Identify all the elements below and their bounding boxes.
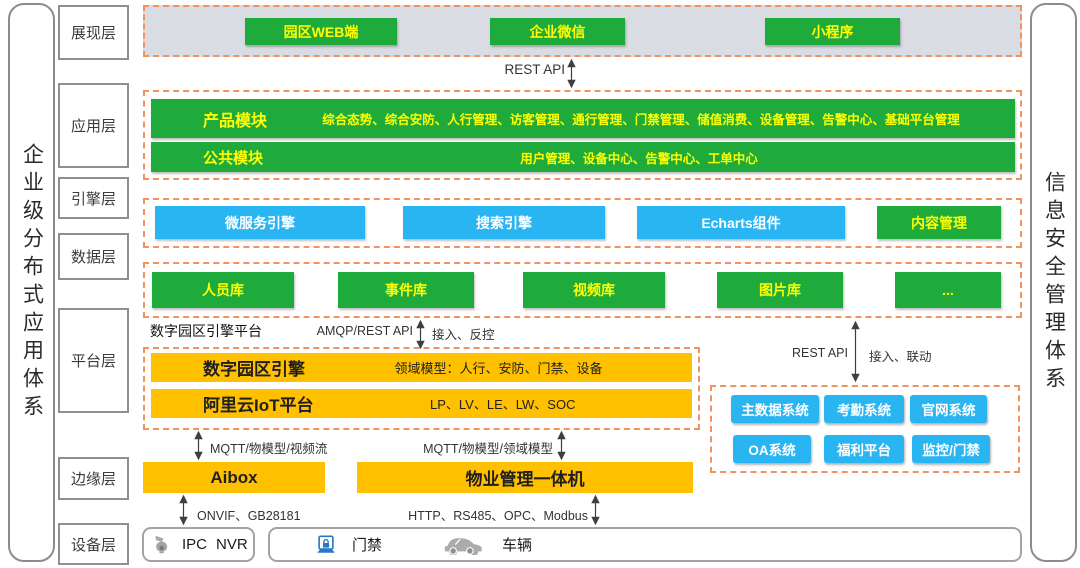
access-control-lock-icon [315, 534, 337, 556]
platform-caption: 数字园区引擎平台 [150, 323, 262, 339]
node-echarts-component: Echarts组件 [637, 206, 845, 239]
aliyun-iot-detail: LP、LV、LE、LW、SOC [430, 397, 576, 412]
device-label-vehicle: 车辆 [502, 537, 533, 554]
layer-label-edge: 边缘层 [58, 457, 129, 500]
external-systems-area [710, 385, 1020, 473]
common-modules-title: 公共模块 [203, 149, 264, 167]
digital-park-engine-title: 数字园区引擎 [203, 360, 305, 379]
node-attendance-system: 考勤系统 [824, 395, 904, 423]
right-system-bar: 信息安全管理体系 [1030, 3, 1077, 562]
aliyun-iot-title: 阿里云IoT平台 [203, 396, 314, 415]
node-content-management: 内容管理 [877, 206, 1001, 239]
node-park-web: 园区WEB端 [245, 18, 397, 45]
node-digital-park-engine: 数字园区引擎 领域模型：人行、安防、门禁、设备 [151, 353, 692, 382]
product-modules-list: 综合态势、综合安防、人行管理、访客管理、通行管理、门禁管理、储值消费、设备管理、… [322, 113, 960, 127]
node-monitor-access: 监控/门禁 [912, 435, 990, 463]
node-search-engine: 搜索引擎 [403, 206, 605, 239]
layer-label-data: 数据层 [58, 233, 129, 280]
engine-area [143, 198, 1022, 248]
node-master-data-system: 主数据系统 [731, 395, 819, 423]
common-modules-list: 用户管理、设备中心、告警中心、工单中心 [520, 151, 758, 166]
label-http-protocols: HTTP、RS485、OPC、Modbus [408, 509, 588, 523]
product-modules-title: 产品模块 [203, 112, 268, 130]
layer-label-engine: 引擎层 [58, 177, 129, 219]
node-common-modules: 公共模块 用户管理、设备中心、告警中心、工单中心 [151, 142, 1015, 172]
device-group-access-vehicle: 门禁 车辆 [268, 527, 1022, 562]
node-oa-system: OA系统 [733, 435, 811, 463]
node-person-db: 人员库 [152, 272, 294, 308]
label-access-linkage: 接入、联动 [869, 350, 932, 364]
application-area [143, 90, 1022, 180]
device-label-access: 门禁 [352, 537, 383, 554]
device-label-nvr: NVR [216, 536, 248, 553]
device-label-ipc: IPC [182, 536, 208, 553]
layer-label-presentation: 展现层 [58, 5, 129, 60]
node-miniprogram: 小程序 [765, 18, 900, 45]
node-website-system: 官网系统 [910, 395, 987, 423]
label-rest-api-right: REST API [791, 346, 848, 360]
node-aibox: Aibox [143, 462, 325, 493]
left-system-title: 企业级分布式应用体系 [20, 142, 44, 423]
device-group-camera: IPC NVR [142, 527, 255, 562]
layer-label-device: 设备层 [58, 523, 129, 565]
data-area [143, 262, 1022, 318]
node-microservice-engine: 微服务引擎 [155, 206, 365, 239]
node-image-db: 图片库 [717, 272, 843, 308]
node-product-modules: 产品模块 综合态势、综合安防、人行管理、访客管理、通行管理、门禁管理、储值消费、… [151, 99, 1015, 138]
label-onvif: ONVIF、GB28181 [197, 509, 301, 523]
vehicle-car-icon [441, 535, 485, 555]
left-system-bar: 企业级分布式应用体系 [8, 3, 55, 562]
node-more-db: ... [895, 272, 1001, 308]
node-wecom: 企业微信 [490, 18, 625, 45]
right-system-title: 信息安全管理体系 [1042, 170, 1066, 395]
cctv-camera-icon [152, 534, 173, 555]
node-event-db: 事件库 [338, 272, 474, 308]
label-mqtt-video: MQTT/物模型/视频流 [210, 442, 328, 456]
node-video-db: 视频库 [523, 272, 665, 308]
node-aliyun-iot: 阿里云IoT平台 LP、LV、LE、LW、SOC [151, 389, 692, 418]
label-amqp-rest-api: AMQP/REST API [316, 324, 413, 338]
layer-label-platform: 平台层 [58, 308, 129, 413]
label-rest-api-top: REST API [504, 62, 565, 77]
digital-park-engine-detail: 领域模型：人行、安防、门禁、设备 [394, 361, 603, 376]
layer-label-application: 应用层 [58, 83, 129, 168]
node-welfare-platform: 福利平台 [824, 435, 904, 463]
label-access-countercontrol: 接入、反控 [432, 328, 495, 342]
label-mqtt-domain: MQTT/物模型/领域模型 [423, 442, 553, 456]
node-property-machine: 物业管理一体机 [357, 462, 693, 493]
